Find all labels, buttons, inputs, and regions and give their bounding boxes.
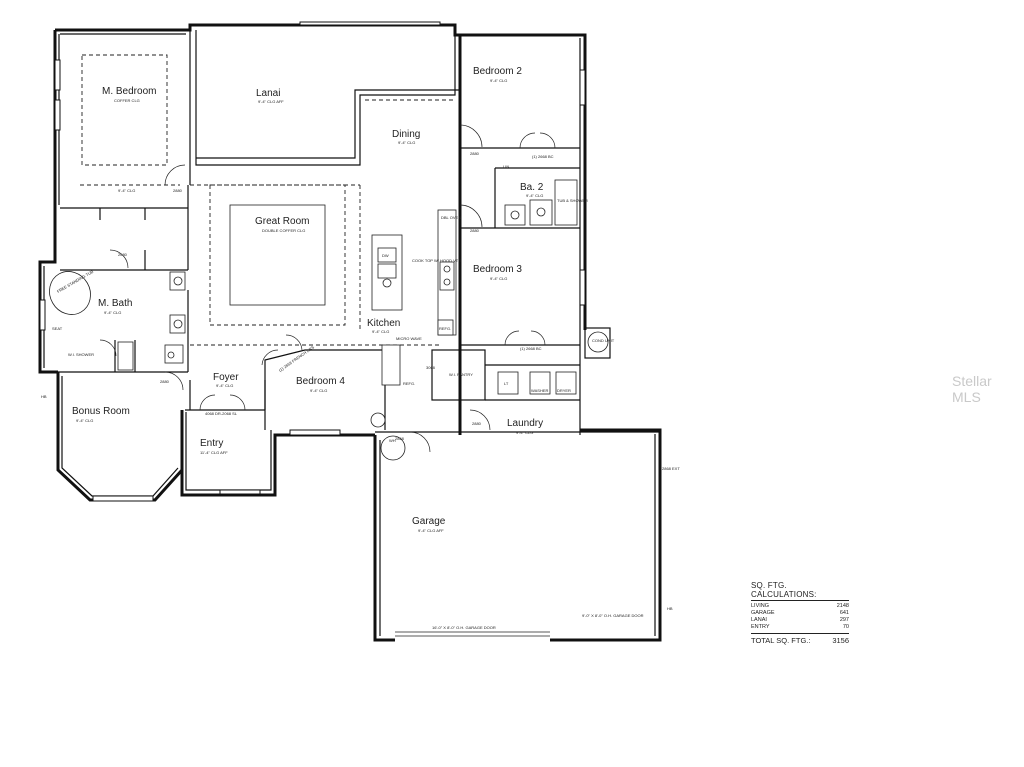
svg-text:9'-4" CLG: 9'-4" CLG — [516, 430, 533, 435]
sqft-title: SQ. FTG. CALCULATIONS: — [751, 581, 849, 601]
svg-text:2880: 2880 — [470, 151, 480, 156]
svg-text:9'-4" CLG: 9'-4" CLG — [76, 418, 93, 423]
label-master-bedroom: M. Bedroom — [102, 86, 156, 97]
svg-text:9'-4" CLG: 9'-4" CLG — [398, 140, 415, 145]
label-bath-2: Ba. 2 — [520, 182, 544, 193]
svg-text:W.I. PANTRY: W.I. PANTRY — [449, 372, 473, 377]
svg-text:REFG.: REFG. — [439, 326, 451, 331]
svg-text:COFFER CLG: COFFER CLG — [114, 98, 140, 103]
svg-text:2880: 2880 — [470, 228, 480, 233]
svg-text:(1) 2668 BC: (1) 2668 BC — [532, 154, 554, 159]
label-dining: Dining — [392, 129, 420, 140]
label-foyer: Foyer — [213, 372, 239, 383]
fixtures — [49, 179, 609, 461]
ceiling-outlines — [80, 54, 455, 346]
svg-text:HB: HB — [41, 394, 47, 399]
svg-text:(1) 2668 BC: (1) 2668 BC — [520, 346, 542, 351]
svg-text:9'-4" CLG: 9'-4" CLG — [216, 383, 233, 388]
exterior-walls — [38, 23, 662, 642]
doors — [99, 124, 556, 453]
svg-text:2680: 2680 — [118, 252, 128, 257]
label-bedroom-3: Bedroom 3 — [473, 264, 522, 275]
watermark: Stellar MLS — [952, 373, 992, 405]
label-lanai: Lanai — [256, 88, 280, 99]
svg-text:4068 DR-2068 SL: 4068 DR-2068 SL — [205, 411, 238, 416]
label-garage: Garage — [412, 516, 446, 527]
svg-text:2868: 2868 — [395, 436, 405, 441]
svg-text:REFG.: REFG. — [403, 381, 415, 386]
svg-text:3068: 3068 — [426, 365, 436, 370]
svg-text:9'-4" CLG: 9'-4" CLG — [490, 276, 507, 281]
svg-text:W.I. SHOWER: W.I. SHOWER — [68, 352, 94, 357]
svg-text:DRYER: DRYER — [557, 388, 571, 393]
label-laundry: Laundry — [507, 418, 543, 429]
label-bedroom-4: Bedroom 4 — [296, 376, 345, 387]
svg-text:11'-4" CLG AFF: 11'-4" CLG AFF — [200, 450, 228, 455]
svg-text:TUB & SHOWER: TUB & SHOWER — [557, 198, 588, 203]
label-master-bath: M. Bath — [98, 298, 132, 309]
label-bedroom-2: Bedroom 2 — [473, 66, 522, 77]
windows — [39, 21, 586, 502]
svg-text:2880: 2880 — [173, 188, 183, 193]
svg-text:9'-4" CLG AFF: 9'-4" CLG AFF — [418, 528, 444, 533]
svg-text:COND UNIT: COND UNIT — [592, 338, 615, 343]
svg-text:DOUBLE COFFER CLG: DOUBLE COFFER CLG — [262, 228, 305, 233]
svg-text:DBL OVEN: DBL OVEN — [441, 215, 461, 220]
svg-text:HB: HB — [667, 606, 673, 611]
svg-text:LT: LT — [504, 381, 509, 386]
svg-text:2880: 2880 — [472, 421, 482, 426]
svg-text:2880: 2880 — [160, 379, 170, 384]
svg-text:MICRO WAVE: MICRO WAVE — [396, 336, 422, 341]
svg-text:SEAT: SEAT — [52, 326, 63, 331]
svg-text:2868 EXT: 2868 EXT — [662, 466, 680, 471]
svg-text:DW: DW — [382, 253, 389, 258]
label-great-room: Great Room — [255, 216, 309, 227]
svg-text:WH: WH — [389, 438, 396, 443]
svg-text:9'-4" CLG: 9'-4" CLG — [372, 329, 389, 334]
svg-text:9'-0" X 8'-0" O.H. GARAGE DOOR: 9'-0" X 8'-0" O.H. GARAGE DOOR — [582, 613, 644, 618]
label-kitchen: Kitchen — [367, 318, 400, 329]
svg-text:9'-4" CLG AFF: 9'-4" CLG AFF — [258, 99, 284, 104]
sqft-total: TOTAL SQ. FTG.:3156 — [751, 633, 849, 645]
svg-text:9'-4" CLG: 9'-4" CLG — [310, 388, 327, 393]
svg-text:(1) 2668 FRENCH DRS: (1) 2668 FRENCH DRS — [278, 344, 316, 373]
svg-text:WASHER: WASHER — [531, 388, 549, 393]
svg-text:9'-4" CLG: 9'-4" CLG — [490, 78, 507, 83]
svg-text:COOK TOP W/ HOOD VTR: COOK TOP W/ HOOD VTR — [412, 258, 461, 263]
room-labels: M. Bedroom COFFER CLG 9'-4" CLG Lanai 9'… — [72, 66, 544, 533]
svg-text:9'-4" CLG: 9'-4" CLG — [118, 188, 135, 193]
svg-text:16'-0" X 8'-0" O.H. GARAGE DOO: 16'-0" X 8'-0" O.H. GARAGE DOOR — [432, 625, 496, 630]
svg-text:9'-4" CLG: 9'-4" CLG — [526, 193, 543, 198]
label-entry: Entry — [200, 438, 223, 449]
svg-text:9'-4" CLG: 9'-4" CLG — [104, 310, 121, 315]
label-bonus-room: Bonus Room — [72, 406, 130, 417]
svg-text:LIN: LIN — [503, 164, 509, 169]
